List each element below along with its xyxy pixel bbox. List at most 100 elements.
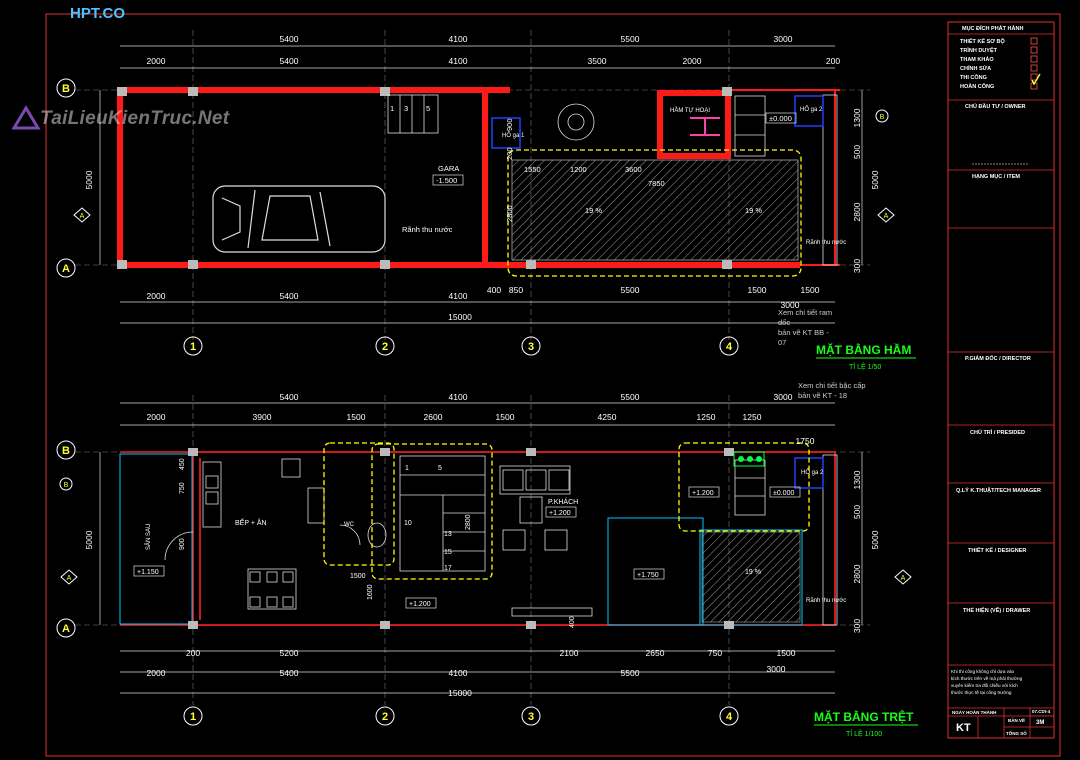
label-tank: HỐ ga 2 — [801, 469, 824, 476]
axis-label: B — [62, 83, 70, 95]
basement-inner-dim: 2000 — [147, 56, 166, 66]
ground-total-dim: 15000 — [448, 688, 472, 698]
axis-label-small: A — [80, 213, 85, 220]
ground-top-dim: 5400 — [280, 392, 299, 402]
designer-label: THIẾT KẾ / DESIGNER — [968, 547, 1026, 554]
page-number: 3M — [1036, 720, 1044, 726]
basement-bottom-dim: 2000 — [147, 291, 166, 301]
label-kitchen: BẾP + ĂN — [235, 517, 267, 527]
ground-left-dim: 5000 — [84, 530, 94, 549]
sheet-label: BẢN VẼ — [1008, 717, 1025, 723]
basement-right-dim: 2800 — [852, 202, 862, 221]
title-block — [948, 33, 1054, 738]
label-level0: ±0.000 — [769, 114, 792, 123]
purpose-header: MỤC ĐÍCH PHÁT HÀNH — [962, 24, 1023, 32]
ground-outer-dim: 5500 — [621, 668, 640, 678]
basement-right-dim: 500 — [852, 145, 862, 159]
stair-highlight-box — [371, 443, 493, 580]
label-slope1: 19 % — [585, 206, 602, 215]
basement-right-total-dim: 5000 — [870, 170, 880, 189]
basement-bottom-dim: 1500 — [801, 285, 820, 295]
ground-scale: TỈ LỆ 1/100 — [846, 729, 882, 738]
label-d2800: 2800 — [505, 205, 514, 222]
ground-top-dim: 5500 — [621, 392, 640, 402]
axis-label: 4 — [726, 711, 733, 723]
level-mark: +1.150 — [137, 569, 159, 576]
drawing-number: 07.CDt-4 — [1032, 709, 1051, 714]
stair-step: 5 — [438, 465, 442, 472]
basement-inner-dim: 5400 — [280, 56, 299, 66]
construction-note-line: xuyên kiểm tra đối chiếu với kích — [951, 682, 1018, 688]
level-mark: +1.750 — [637, 572, 659, 579]
label-rear-yard: SÂN SAU — [145, 524, 152, 550]
ground-right-total-dim: 5000 — [870, 530, 880, 549]
label-drain-right: Rãnh thu nước — [806, 240, 846, 246]
basement-inner-dim: 200 — [826, 56, 840, 66]
director-label: P.GIÁM ĐỐC / DIRECTOR — [965, 355, 1031, 362]
level-mark: ±0.000 — [773, 490, 794, 497]
basement-ramp — [511, 159, 799, 261]
basement-right-dim: 300 — [852, 259, 862, 273]
basement-inner-dim: 4100 — [449, 56, 468, 66]
label-slope2: 19 % — [745, 206, 762, 215]
basement-top-dim: 5500 — [621, 34, 640, 44]
ground-outer-dim: 2000 — [147, 668, 166, 678]
basement-bottom-dim: 850 — [509, 285, 523, 295]
ramp-note-line: 07 — [778, 338, 786, 347]
ground-outer-wall — [192, 451, 836, 626]
septic-tank-wall — [657, 90, 731, 159]
label-d900: 900 — [179, 538, 186, 550]
check-mark-icon — [1031, 73, 1041, 86]
ground-right-dim: 300 — [852, 619, 862, 633]
basement-bottom-dim: 3000 — [781, 300, 800, 310]
ground-bottom-dim: 1500 — [777, 648, 796, 658]
ground-right-dim: 1300 — [852, 470, 862, 489]
label-d400: 400 — [569, 616, 576, 628]
ground-top-dim: 4100 — [449, 392, 468, 402]
tech-manager-label: Q.LÝ K.THUẬT/TECH MANAGER — [956, 487, 1041, 494]
entry-stair-highlight-box — [678, 442, 810, 532]
drawing-code: KT — [956, 722, 971, 734]
stair-step: 10 — [404, 520, 412, 527]
ground-bottom-dim: 5200 — [280, 648, 299, 658]
purpose-item: HOÀN CÔNG — [960, 82, 994, 90]
label-septic: HẦM TỰ HOẠI — [670, 107, 710, 114]
axis-label-small: A — [901, 575, 906, 582]
basement-title: MẶT BẰNG HẦM — [816, 342, 911, 357]
step-note-line: Xem chi tiết bậc cấp — [798, 381, 866, 390]
label-d900: 900 — [505, 118, 514, 131]
ground-ramp — [701, 531, 801, 623]
basement-bottom-dim: 4100 — [449, 291, 468, 301]
axis-label-small: A — [884, 213, 889, 220]
axis-label-small: B — [880, 114, 885, 121]
label-drain: Rãnh thu nước — [402, 225, 453, 234]
ground-bottom-dim: 2650 — [646, 648, 665, 658]
axis-label: 4 — [726, 341, 733, 353]
wc-highlight-box — [323, 442, 395, 566]
ground-inner-dim: 4250 — [598, 412, 617, 422]
construction-note-line: thước thực tế tại công trường — [951, 690, 1012, 695]
ground-outer-dim: 4100 — [449, 668, 468, 678]
item-label: HẠNG MỤC / ITEM — [972, 174, 1020, 180]
basement-scale: TỈ LỆ 1/50 — [849, 362, 881, 371]
purpose-item: THI CÔNG — [960, 73, 987, 81]
basement-plan: 5400 4100 5500 3000 2000 5400 4100 3500 … — [75, 30, 916, 371]
drawer-label: THỂ HIỆN (VẼ) / DRAWER — [963, 606, 1030, 614]
axis-label: 1 — [190, 711, 196, 723]
purpose-item: CHỈNH SỬA — [960, 65, 991, 72]
stair-step: 3 — [404, 104, 408, 113]
basement-wall — [117, 87, 488, 268]
ground-inner-dim: 3900 — [253, 412, 272, 422]
ground-plan: 5400 4100 5500 3000 2000 3900 1500 2600 … — [75, 381, 918, 738]
axis-label-small: B — [64, 482, 69, 489]
level-mark: +1.200 — [409, 601, 431, 608]
basement-bottom-dim: 5400 — [280, 291, 299, 301]
label-d450: 450 — [179, 458, 186, 470]
grid-axis-markers — [56, 78, 912, 726]
ground-inner-dim: 2600 — [424, 412, 443, 422]
sheet-frame — [45, 13, 1061, 757]
basement-highlight-box — [507, 149, 802, 277]
label-tank: HỐ ga 1 — [502, 132, 525, 139]
owner-label: CHỦ ĐẦU TƯ / OWNER — [965, 103, 1026, 110]
